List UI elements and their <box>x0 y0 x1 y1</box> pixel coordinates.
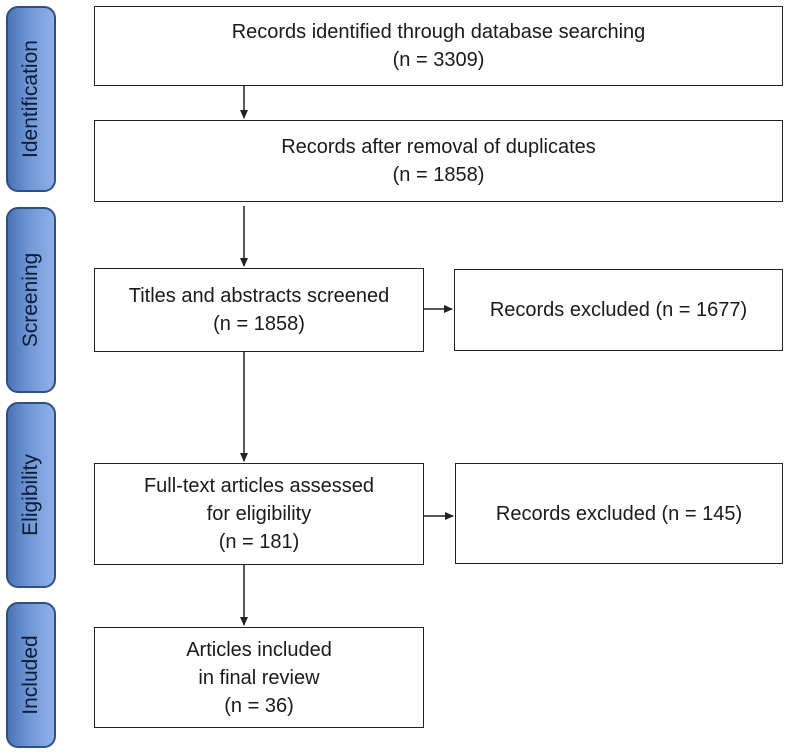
box-records-excluded-eligibility: Records excluded (n = 145) <box>455 463 783 564</box>
box-records-excluded-eligibility-text: Records excluded (n = 145) <box>495 502 743 525</box>
box-records-identified-count: (n = 3309) <box>392 49 485 71</box>
stage-eligibility: Eligibility <box>6 402 56 588</box>
stage-identification: Identification <box>6 6 56 192</box>
box-titles-screened-text: Titles and abstracts screened <box>128 285 390 307</box>
stage-included: Included <box>6 602 56 748</box>
box-records-identified-text: Records identified through database sear… <box>231 21 646 43</box>
box-records-deduplicated: Records after removal of duplicates (n =… <box>94 120 783 202</box>
box-records-deduplicated-count: (n = 1858) <box>392 164 485 186</box>
stage-screening: Screening <box>6 207 56 393</box>
box-articles-included-line2: in final review <box>198 666 320 689</box>
box-records-excluded-screening: Records excluded (n = 1677) <box>454 269 783 351</box>
box-titles-screened-count: (n = 1858) <box>213 313 305 335</box>
box-articles-included: Articles included in final review (n = 3… <box>94 627 424 728</box>
box-records-identified: Records identified through database sear… <box>94 6 783 86</box>
box-fulltext-assessed-line1: Full-text articles assessed <box>143 475 375 497</box>
box-records-excluded-screening-text: Records excluded (n = 1677) <box>489 299 748 321</box>
box-articles-included-count: (n = 36) <box>224 694 294 717</box>
box-fulltext-assessed: Full-text articles assessed for eligibil… <box>94 463 424 565</box>
box-fulltext-assessed-line2: for eligibility <box>206 503 312 525</box>
box-records-deduplicated-text: Records after removal of duplicates <box>281 136 596 158</box>
box-articles-included-line1: Articles included <box>186 638 332 661</box>
box-titles-screened: Titles and abstracts screened (n = 1858) <box>94 268 424 352</box>
box-fulltext-assessed-count: (n = 181) <box>218 531 300 553</box>
